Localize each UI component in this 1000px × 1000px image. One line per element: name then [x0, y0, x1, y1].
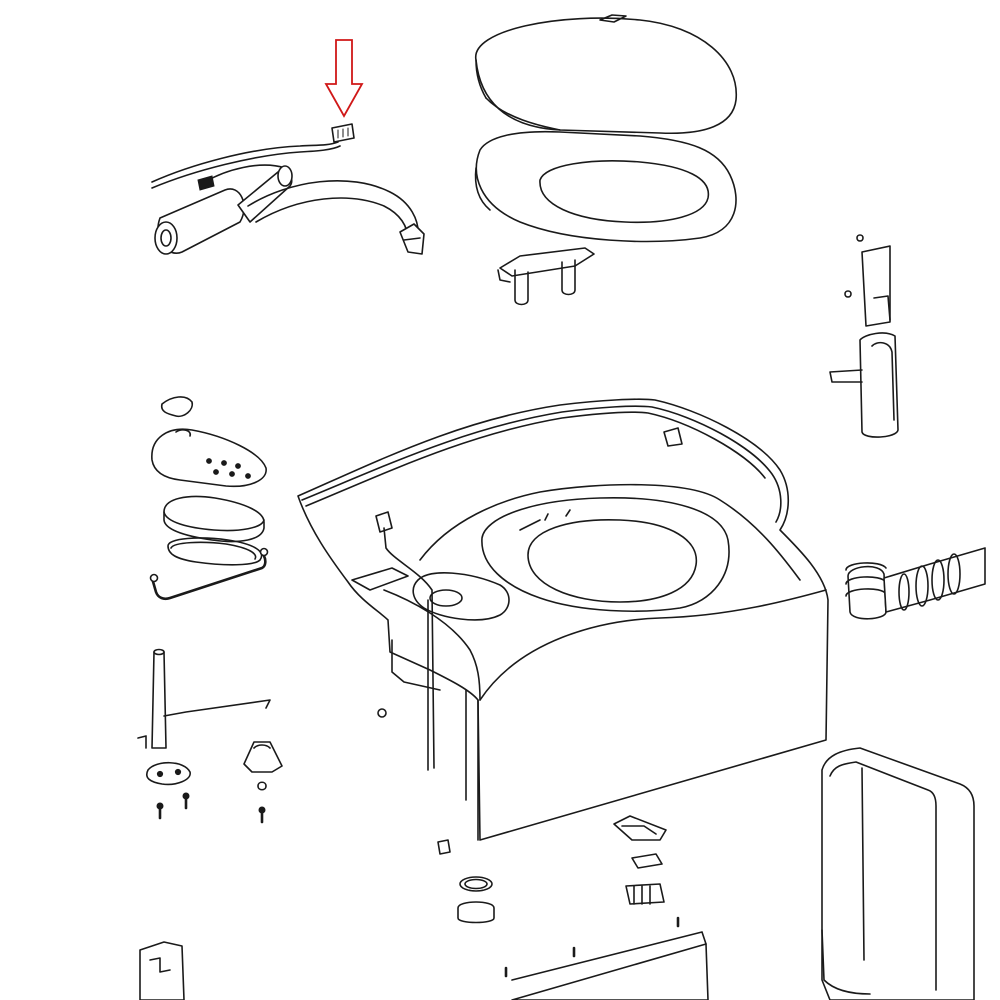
- bowl-gasket-ring: [167, 537, 263, 566]
- bowl-insert: [163, 495, 265, 543]
- vertical-bracket: [829, 234, 899, 438]
- lever-rod: [137, 648, 271, 749]
- wire-clip-bracket: [149, 547, 269, 601]
- lid-cover: [475, 14, 737, 135]
- small-screws: [156, 708, 451, 855]
- bottom-rail: [139, 931, 709, 1000]
- pivot-block: [146, 741, 283, 786]
- seat-ring: [474, 130, 737, 243]
- panel-frame: [821, 747, 975, 1000]
- outlet-pipe: [845, 547, 986, 620]
- toilet-housing: [297, 398, 829, 841]
- bottom-clips: [457, 815, 680, 928]
- dome-cover: [151, 396, 267, 488]
- seat-hinge-bracket: [497, 247, 595, 306]
- down-arrow-indicator: [324, 39, 364, 118]
- wire-connector: [331, 123, 355, 143]
- pump-motor-with-hose: [151, 141, 425, 255]
